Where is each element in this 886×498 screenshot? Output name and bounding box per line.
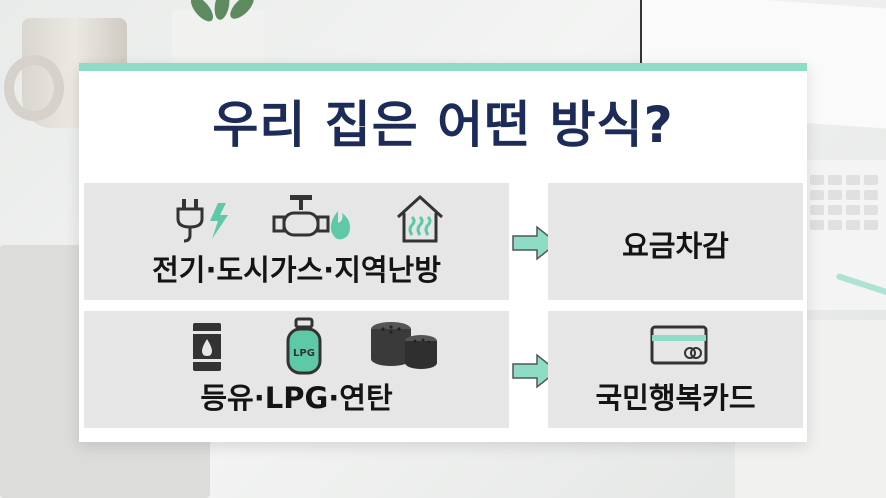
row1-arrow-icon	[512, 225, 559, 261]
row1-support-box: 요금차감	[548, 183, 803, 300]
lpg-tank-icon: LPG	[286, 317, 322, 375]
card-title: 우리 집은 어떤 방식?	[212, 96, 674, 154]
plug-lightning-icon	[176, 199, 228, 243]
row1-heating-label: 전기·도시가스·지역난방	[152, 253, 441, 287]
oil-barrel-icon	[193, 323, 221, 371]
gas-valve-flame-icon	[272, 195, 350, 240]
card-accent-bar	[79, 63, 807, 71]
coal-briquette-icon	[371, 322, 437, 369]
info-card: 우리 집은 어떤 방식? 전기·도시가스·지역난방	[79, 63, 807, 442]
row1-support-label: 요금차감	[622, 229, 729, 263]
row2-arrow-icon	[512, 353, 559, 389]
row2-support-box: 국민행복카드	[548, 311, 803, 428]
mug-handle	[4, 55, 64, 121]
row2-support-label: 국민행복카드	[595, 381, 756, 415]
row2-heating-box: LPG 등유·LPG·연탄	[84, 311, 509, 428]
lpg-tank-label: LPG	[293, 348, 315, 359]
house-heating-icon	[396, 194, 444, 243]
row1-heating-box: 전기·도시가스·지역난방	[84, 183, 509, 300]
row2-heating-label: 등유·LPG·연탄	[200, 381, 393, 415]
credit-card-icon	[650, 325, 708, 365]
